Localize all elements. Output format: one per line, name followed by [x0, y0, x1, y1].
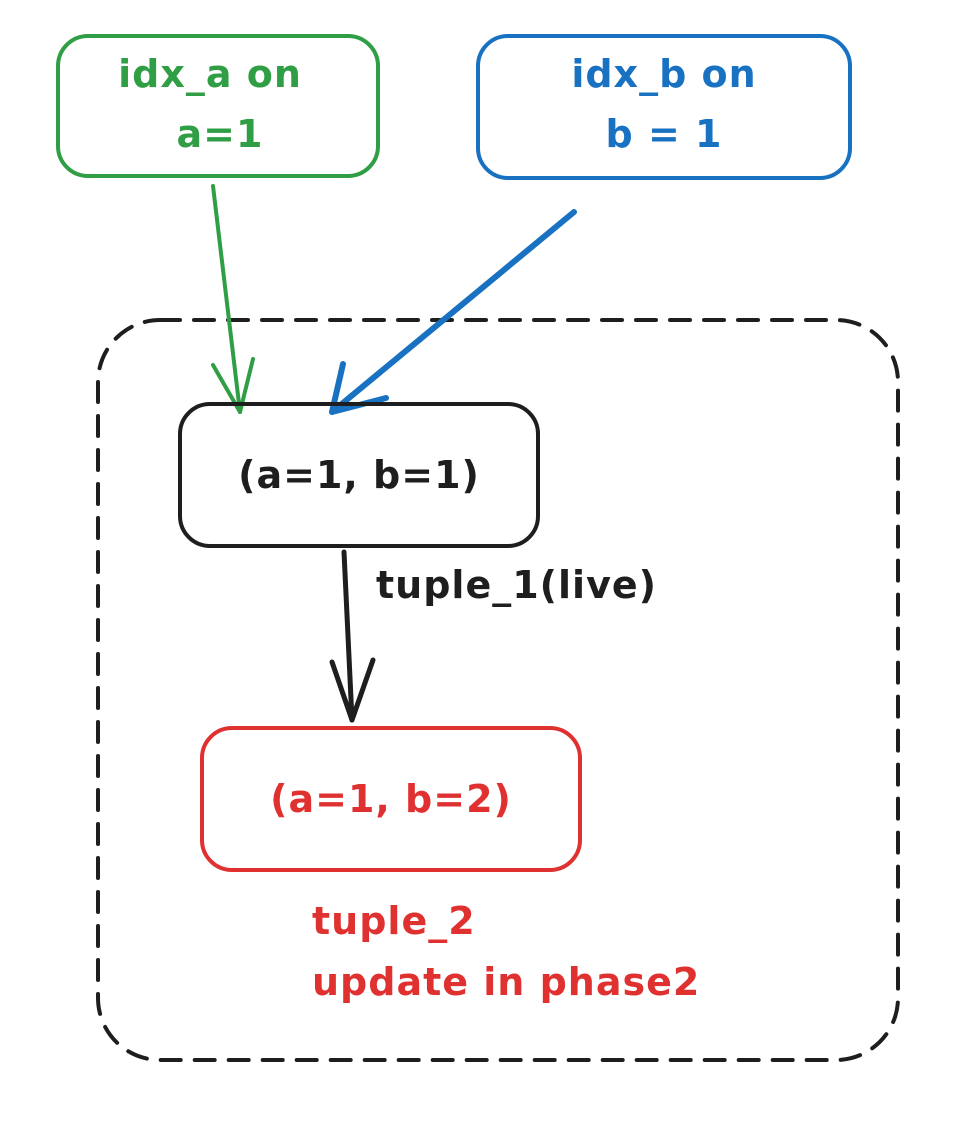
idx-b-box [476, 34, 852, 180]
tuple-1-label: (a=1, b=1) [238, 453, 480, 497]
idx-b-node: idx_b on b = 1 [476, 34, 852, 180]
idx-a-box [56, 34, 380, 178]
tuple-2-annotation-line2: update in phase2 [312, 960, 700, 1004]
dashed-group-container [96, 318, 900, 1062]
tuple-1-edge-label: tuple_1(live) [376, 563, 657, 607]
idx-a-label-line2: a=1 [177, 112, 264, 156]
idx-b-label-line2: b = 1 [606, 112, 723, 156]
idx-a-label-line1: idx_a on [118, 52, 302, 96]
tuple-2-annotation-line1: tuple_2 [312, 899, 476, 943]
tuple-2-node: (a=1, b=2) [200, 726, 582, 872]
tuple-1-node: (a=1, b=1) [178, 402, 540, 548]
arrow-idx-a-to-tuple-1 [211, 184, 255, 414]
idx-b-label-line1: idx_b on [571, 52, 756, 96]
tuple-2-label: (a=1, b=2) [270, 777, 512, 821]
arrow-idx-b-to-tuple-1 [329, 209, 577, 415]
idx-a-node: idx_a on a=1 [56, 34, 380, 178]
tuple-1-box [178, 402, 540, 548]
tuple-2-box [200, 726, 582, 872]
arrow-tuple-1-to-tuple-2 [329, 549, 376, 723]
